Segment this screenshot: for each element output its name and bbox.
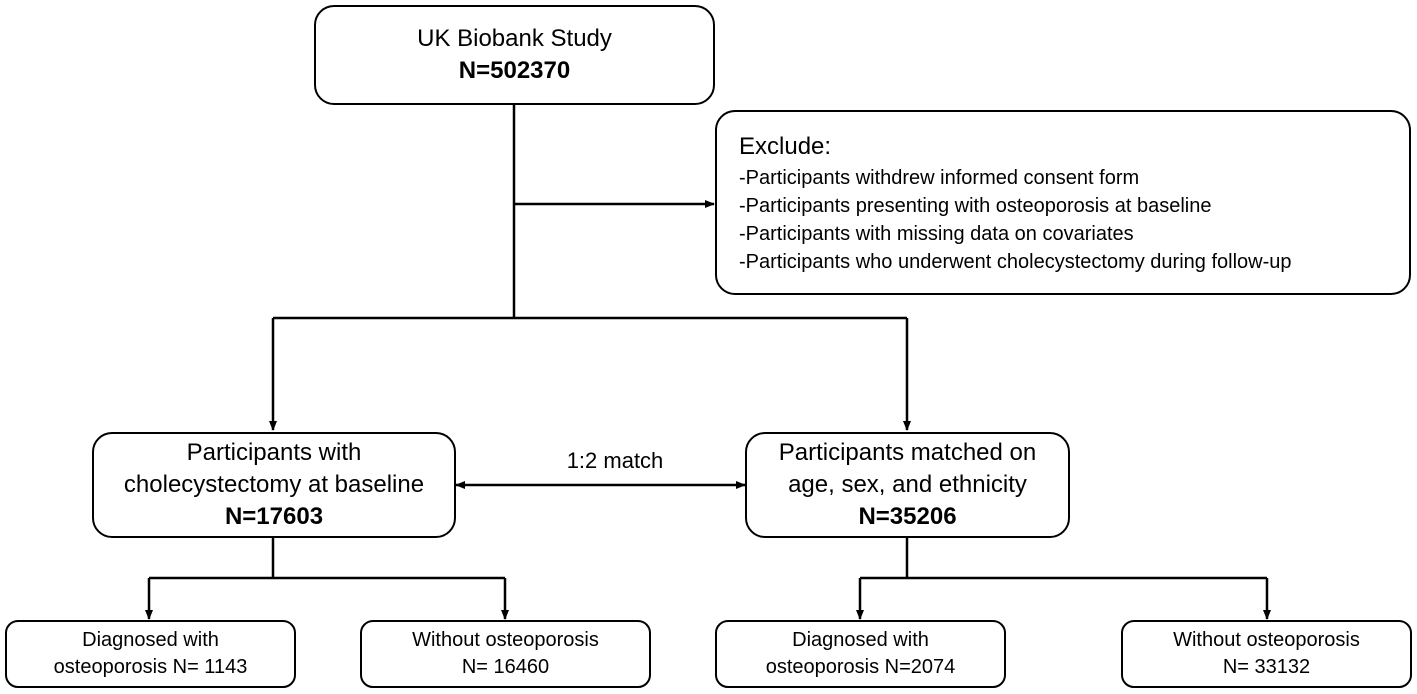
match-label: 1:2 match	[566, 448, 664, 473]
exposed-without-box: Without osteoporosis N= 16460	[360, 620, 651, 688]
study-title: UK Biobank Study	[417, 25, 612, 52]
exposed-count: N=17603	[224, 503, 324, 530]
matched-diagnosed-box: Diagnosed with osteoporosis N=2074	[715, 620, 1006, 688]
exclude-box: Exclude: -Participants withdrew informed…	[715, 110, 1411, 295]
exposed-group-box: Participants with cholecystectomy at bas…	[92, 432, 456, 538]
exclude-item: -Participants withdrew informed consent …	[739, 166, 1140, 189]
study-box: UK Biobank Study N=502370	[314, 5, 715, 105]
exclude-item: -Participants presenting with osteoporos…	[739, 194, 1212, 217]
matched-group-box: Participants matched on age, sex, and et…	[745, 432, 1070, 538]
matched-without-line1: Without osteoporosis	[1173, 629, 1360, 651]
exclude-item: -Participants who underwent cholecystect…	[739, 250, 1292, 273]
study-count: N=502370	[458, 57, 571, 84]
matched-without-line2: N= 33132	[1222, 656, 1311, 678]
exposed-without-line1: Without osteoporosis	[412, 629, 599, 651]
exposed-diagnosed-line1: Diagnosed with	[82, 629, 219, 651]
exposed-line2: cholecystectomy at baseline	[123, 471, 425, 498]
exposed-without-line2: N= 16460	[461, 656, 550, 678]
exposed-diagnosed-line2: osteoporosis N= 1143	[53, 656, 248, 678]
exclude-item: -Participants with missing data on covar…	[739, 222, 1134, 245]
exclude-title: Exclude:	[739, 132, 832, 160]
matched-line2: age, sex, and ethnicity	[788, 471, 1027, 498]
matched-line1: Participants matched on	[778, 439, 1037, 466]
matched-diagnosed-line1: Diagnosed with	[792, 629, 929, 651]
matched-without-box: Without osteoporosis N= 33132	[1121, 620, 1412, 688]
matched-diagnosed-line2: osteoporosis N=2074	[765, 656, 956, 678]
matched-count: N=35206	[858, 503, 957, 530]
exposed-diagnosed-box: Diagnosed with osteoporosis N= 1143	[5, 620, 296, 688]
exposed-line1: Participants with	[186, 439, 362, 466]
